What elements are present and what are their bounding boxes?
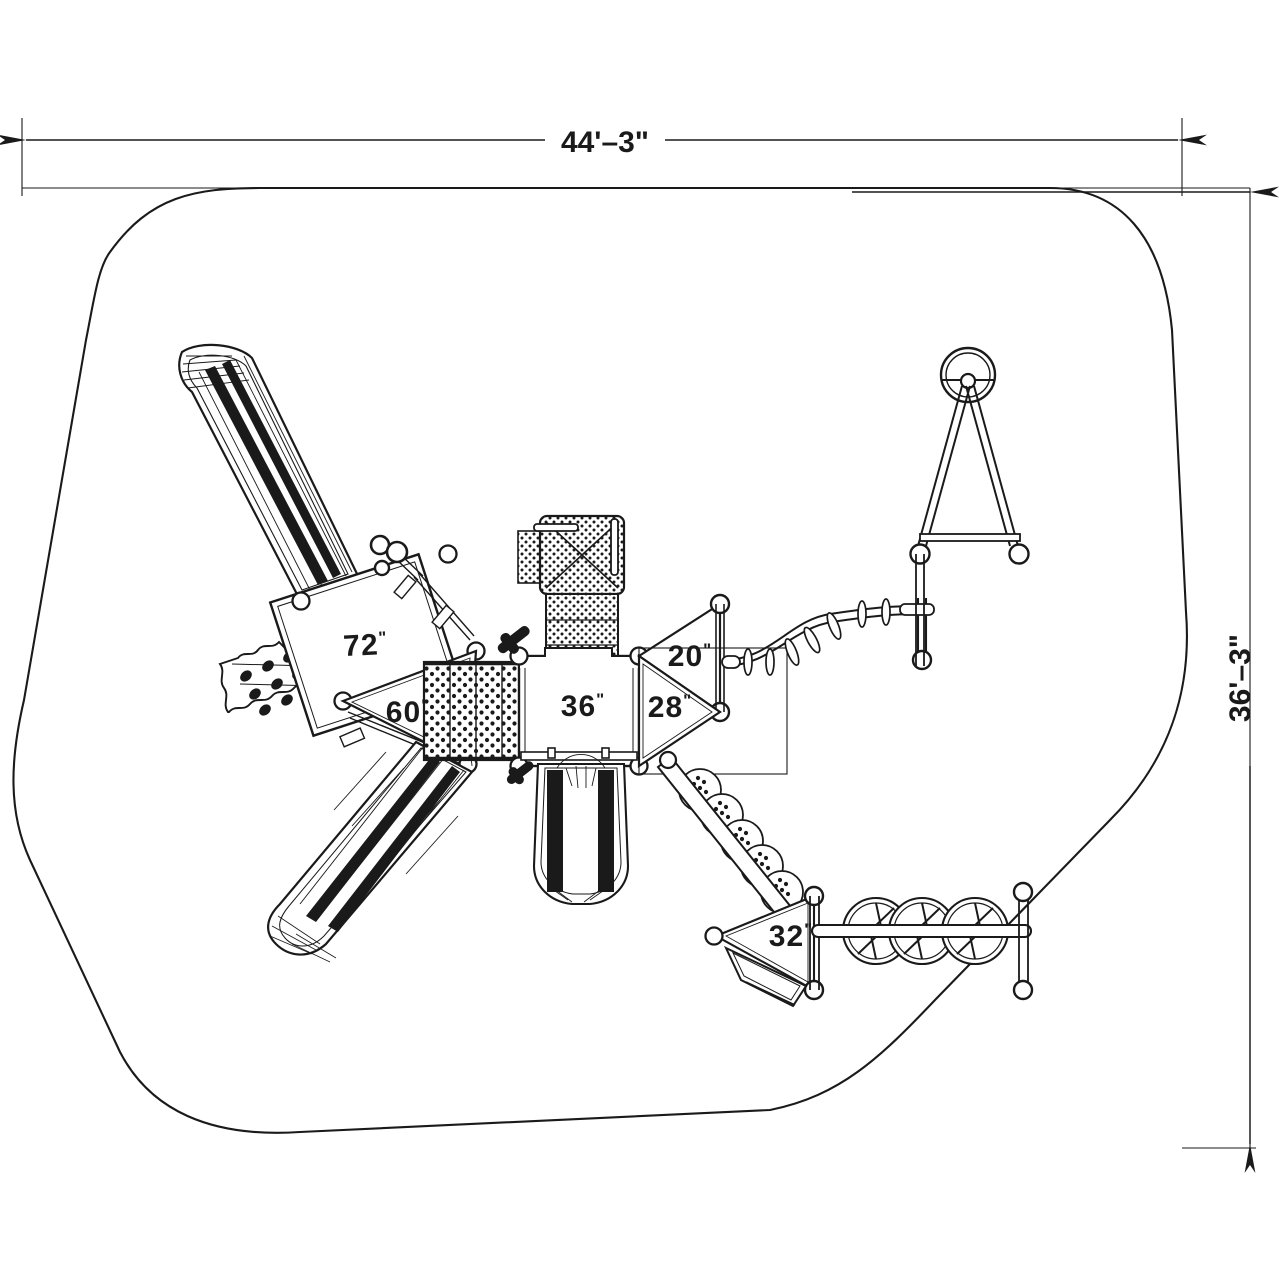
slide-rib-lines: [198, 355, 353, 591]
roof-x-bracing: [545, 521, 619, 589]
deck-72-label: 72": [342, 628, 388, 663]
deck-32-inner: [724, 902, 809, 983]
ramp-slide-lip: [745, 981, 796, 1006]
ramp-slide-body: [723, 945, 808, 1008]
post-deck32-w: [704, 926, 724, 946]
shade-roof-panel: [517, 514, 626, 596]
ring-fitting-c: [373, 559, 391, 577]
double-slide-lower-left: [267, 737, 474, 963]
center-slide-bed-1: [547, 770, 563, 892]
slide-bedway-dark-2: [328, 766, 460, 932]
arch-climber-tripod: [909, 346, 1030, 666]
walkway-dividers: [546, 619, 618, 646]
deck-32-label: 32": [769, 920, 813, 953]
deck-32-outline: [713, 894, 816, 992]
slide-flare-fan: [181, 355, 250, 389]
center-slide-below-deck: [532, 753, 630, 906]
deck-28-inner: [642, 663, 713, 759]
post-deck32-se: [803, 979, 825, 1001]
ramp-slide-small: [723, 945, 808, 1008]
post-climber-left: [909, 543, 931, 565]
double-slide-rungs: [299, 745, 465, 931]
center-slide-bed-2: [598, 770, 614, 892]
post-deck20-n: [709, 593, 731, 615]
spinner-wheel-bar: [810, 881, 1034, 1001]
bridge-deck-dividers: [449, 662, 503, 760]
center-slide-hood: [556, 753, 606, 789]
overall-depth-label: 36'–3": [1224, 634, 1257, 722]
climber-ring-hub: [959, 372, 977, 390]
post-spinner-se: [1012, 979, 1034, 1001]
deck-36-bottom-rail: [520, 747, 638, 761]
wave-slide-upper-left: [178, 343, 362, 602]
center-slide-exit-fan: [547, 885, 611, 903]
post-climber-beam-top: [658, 750, 678, 770]
ramp-slide-inner: [731, 951, 801, 1001]
ladder-right-terminal: [899, 603, 935, 616]
center-slide-inner: [540, 767, 622, 895]
ladder-rungs: [743, 598, 891, 676]
slide-bedway-stripe-1: [205, 366, 328, 585]
post-ladder-bottom: [911, 649, 933, 671]
ladder-left-terminal: [721, 655, 741, 669]
ring-fitting-b: [385, 540, 409, 564]
transfer-connectors: [497, 625, 534, 785]
climber-tie-bar: [919, 533, 1021, 542]
perforated-bridge-deck: [422, 660, 530, 762]
post-deck72-nw: [291, 591, 311, 611]
overall-width-label: 44'–3": [561, 126, 649, 159]
slide-bedway-stripe-2: [222, 360, 341, 578]
wavy-overhead-ladder: [721, 598, 935, 676]
double-slide-inner: [279, 747, 467, 947]
roof-support-bars: [533, 518, 619, 576]
post-deck32-ne: [803, 885, 825, 907]
deck-28-label: 28": [648, 691, 692, 724]
deck-32-platform: [704, 885, 825, 1001]
deck-36-label: 36": [561, 690, 605, 723]
stepping-pad-climber: [656, 750, 804, 928]
double-slide-exit-fan: [269, 915, 337, 963]
post-spinner-ne: [1012, 881, 1034, 903]
safety-use-zone-boundary: [12, 186, 1188, 1134]
spinner-main-bar: [810, 923, 1033, 939]
post-deck72-ne: [438, 544, 458, 564]
post-climber-right: [1008, 543, 1030, 565]
climber-legs: [917, 385, 1019, 547]
deck-20-label: 20": [668, 640, 712, 673]
